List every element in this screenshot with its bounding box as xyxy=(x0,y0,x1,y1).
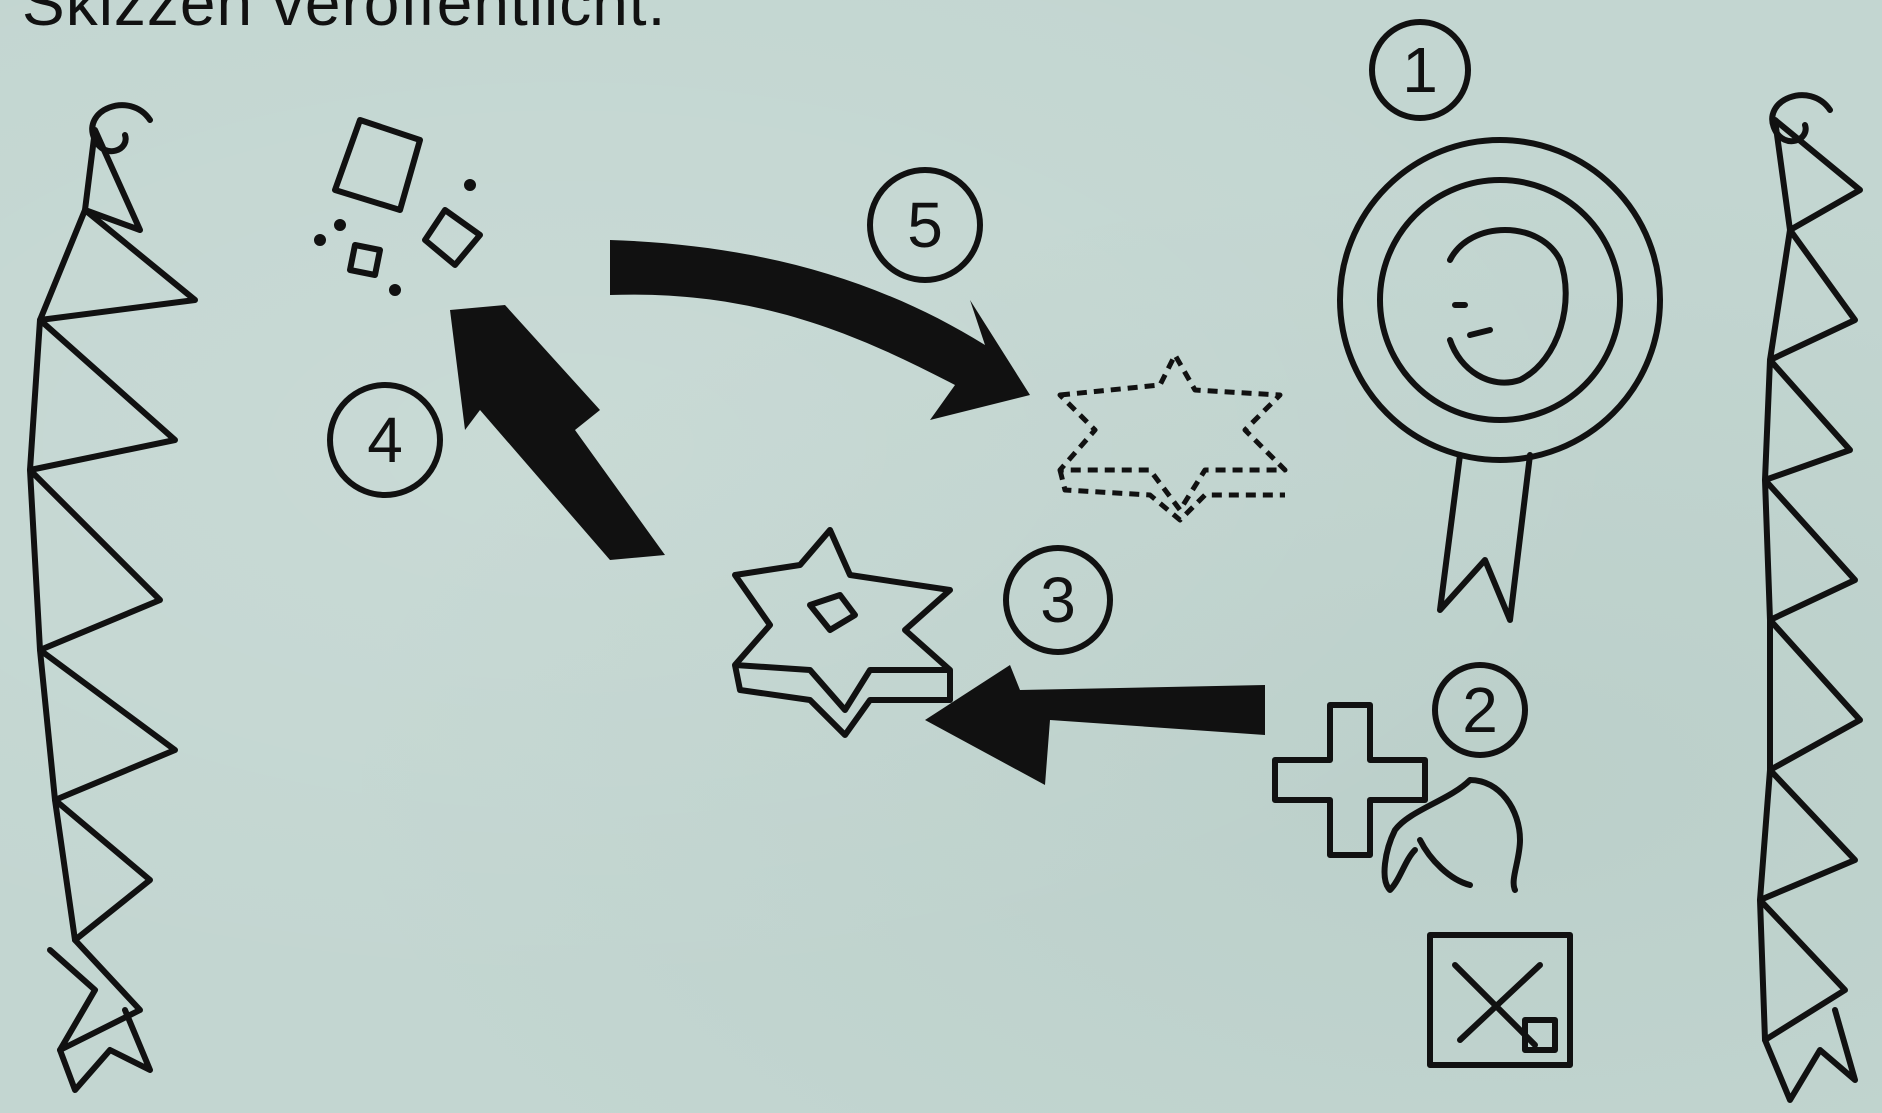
award-ribbon-icon xyxy=(1340,140,1660,620)
step-3-label: 3 xyxy=(1040,564,1076,636)
arrow-2-to-3 xyxy=(925,665,1265,785)
step-1-circle: 1 xyxy=(1372,22,1468,118)
left-scroll-banner-icon xyxy=(30,105,195,1090)
arrow-4-to-5 xyxy=(610,240,1030,420)
star-block-icon xyxy=(735,530,950,735)
scattered-fragments-icon xyxy=(1060,355,1285,520)
step-5-circle: 5 xyxy=(870,170,980,280)
checkbox-x-icon xyxy=(1430,935,1570,1065)
step-1-label: 1 xyxy=(1402,34,1438,106)
step-5-label: 5 xyxy=(907,189,943,261)
step-3-circle: 3 xyxy=(1006,548,1110,652)
step-2-label: 2 xyxy=(1462,674,1498,746)
step-2-circle: 2 xyxy=(1435,665,1525,755)
broken-pieces-icon xyxy=(317,120,480,293)
step-4-circle: 4 xyxy=(330,385,440,495)
step-4-label: 4 xyxy=(367,404,403,476)
plus-icon xyxy=(1275,705,1425,855)
arrow-3-to-4 xyxy=(450,305,665,560)
right-scroll-banner-icon xyxy=(1760,95,1860,1100)
hand-icon xyxy=(1385,780,1520,890)
